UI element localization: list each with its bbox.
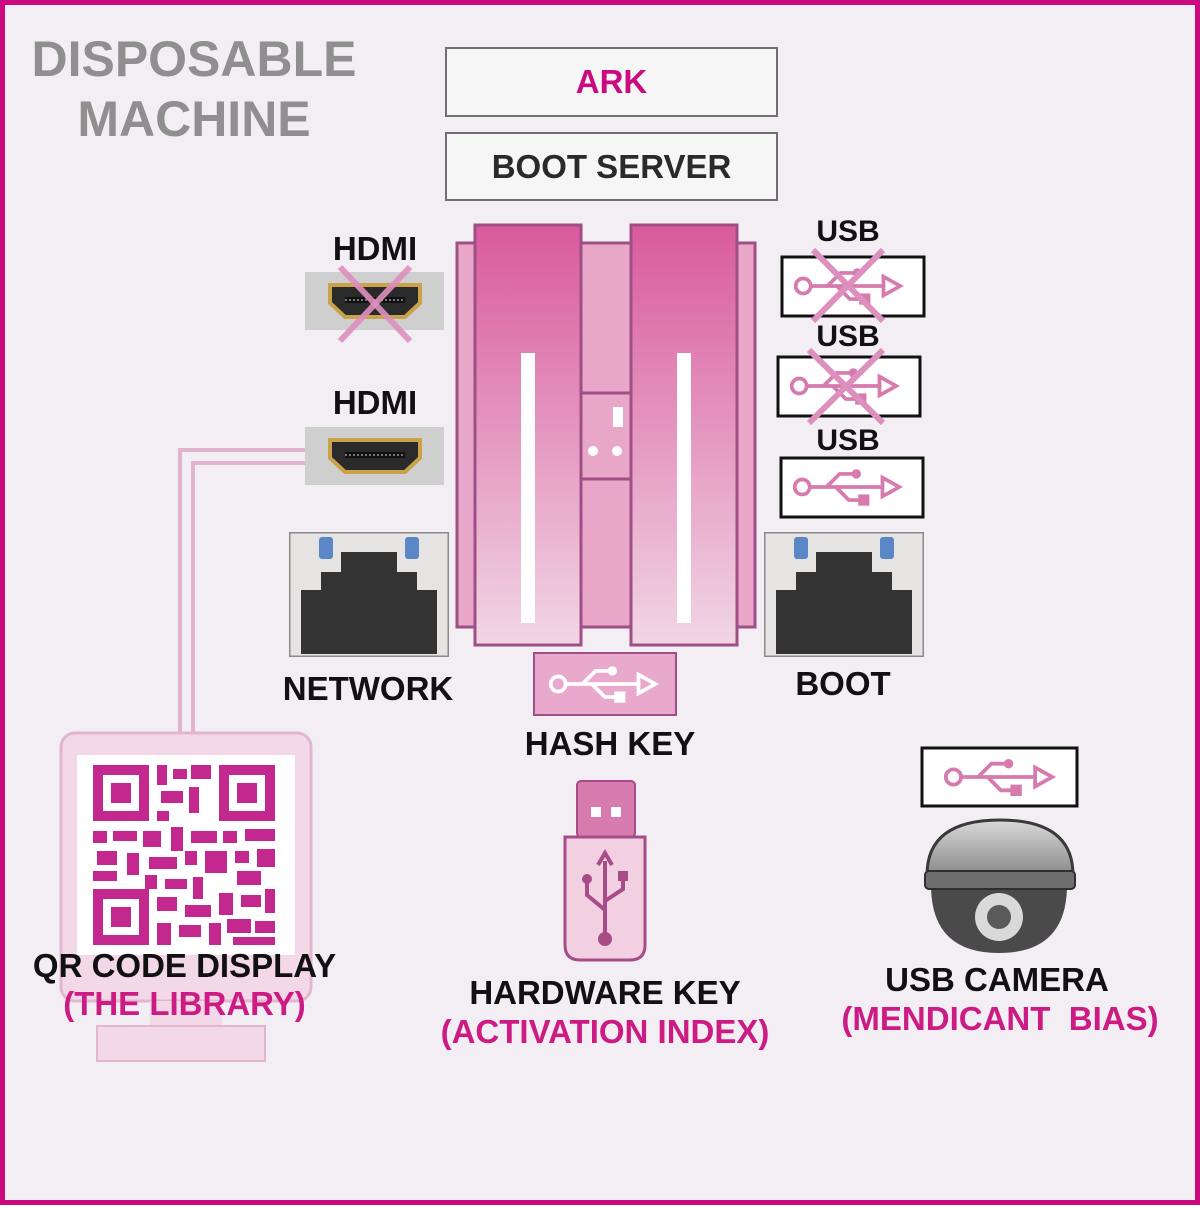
hdmi-bottom-label: HDMI (332, 384, 418, 421)
network-ethernet-port (289, 532, 449, 657)
server-tower (455, 223, 757, 647)
hardware-key-label: HARDWARE KEY (469, 974, 741, 1011)
usb-camera-label: USB CAMERA (885, 961, 1109, 998)
qr-display-alias: (THE LIBRARY) (63, 985, 306, 1022)
boot-server-label: BOOT SERVER (491, 147, 732, 185)
ark-box: ARK (445, 47, 778, 117)
usb-camera-alias: (MENDICANT BIAS) (841, 1000, 1159, 1037)
hdmi-top-label: HDMI (332, 230, 418, 267)
qr-code (93, 765, 275, 945)
ark-label: ARK (575, 63, 648, 100)
hash-key-label: HASH KEY (524, 725, 696, 762)
hardware-key-alias: (ACTIVATION INDEX) (440, 1013, 770, 1050)
usb-2-label: USB (816, 320, 880, 353)
hdmi-cable-line (178, 448, 307, 735)
hdmi-port-bottom (305, 427, 444, 485)
title-line-2: MACHINE (77, 91, 311, 147)
hash-key-usb-port (533, 652, 677, 716)
hardware-key-icon (563, 780, 647, 962)
usb-1-label: USB (816, 215, 880, 248)
title-line-1: DISPOSABLE (31, 31, 357, 87)
boot-ethernet-port (764, 532, 924, 657)
network-label: NETWORK (282, 670, 454, 707)
usb-3-label: USB (816, 424, 880, 457)
boot-label: BOOT (795, 665, 891, 702)
usb-port-2 (776, 347, 922, 426)
diagram-graphics (59, 223, 1079, 1062)
usb-port-3 (779, 456, 925, 519)
page-title: DISPOSABLE MACHINE (19, 29, 369, 149)
hdmi-port-top (305, 264, 444, 344)
usb-port-1 (780, 247, 926, 324)
boot-server-box: BOOT SERVER (445, 132, 778, 201)
qr-display-label: QR CODE DISPLAY (32, 947, 337, 984)
camera-usb-port (920, 746, 1079, 808)
usb-camera-icon (924, 818, 1076, 953)
